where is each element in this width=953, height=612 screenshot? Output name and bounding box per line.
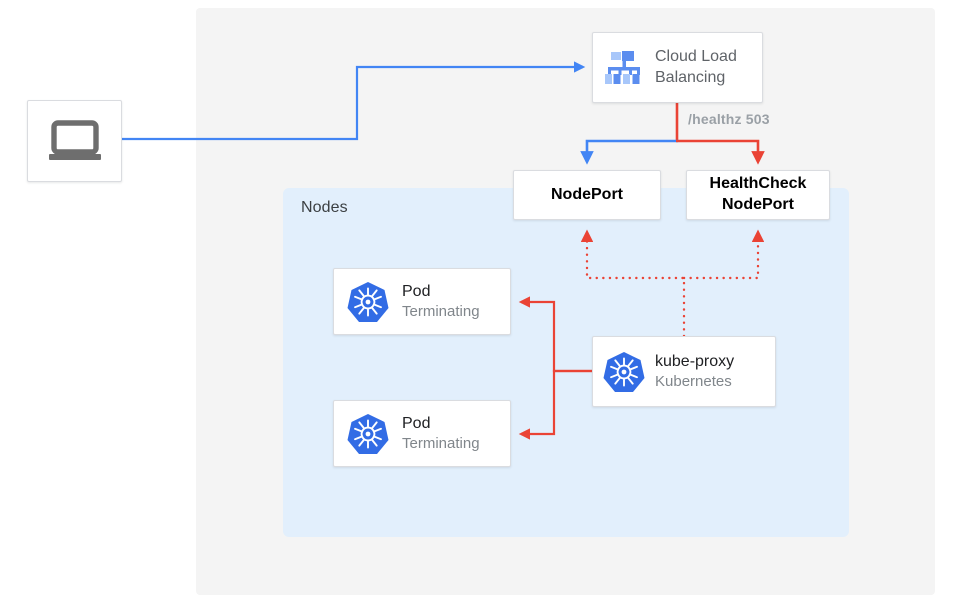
kube-proxy-text: kube-proxy Kubernetes (655, 352, 734, 392)
healthcheck-nodeport-label: HealthCheck NodePort (709, 175, 807, 213)
nodes-region-label: Nodes (301, 199, 348, 216)
kube-proxy-box[interactable]: kube-proxy Kubernetes (592, 336, 776, 407)
healthz-annotation: /healthz 503 (688, 111, 770, 127)
laptop-icon (47, 119, 103, 163)
pod-1-label: Pod (402, 282, 431, 300)
clb-label-line2: Balancing (655, 68, 726, 86)
pod-2-status: Terminating (402, 435, 480, 453)
pod-1-text: Pod Terminating (402, 282, 480, 322)
cloud-load-balancing-label: Cloud Load Balancing (655, 47, 737, 88)
pod-1-status: Terminating (402, 303, 480, 321)
cloud-load-balancing-box[interactable]: Cloud Load Balancing (592, 32, 763, 103)
clb-label-line1: Cloud Load (655, 48, 737, 66)
kubernetes-icon (334, 280, 402, 324)
pod-2-label: Pod (402, 414, 431, 432)
nodeport-label: NodePort (551, 185, 623, 203)
healthcheck-nodeport-box[interactable]: HealthCheck NodePort (686, 170, 830, 220)
pod-2-text: Pod Terminating (402, 414, 480, 454)
kube-proxy-label: kube-proxy (655, 352, 735, 370)
kubernetes-icon (593, 350, 655, 394)
pod-box-2[interactable]: Pod Terminating (333, 400, 511, 467)
nodeport-box[interactable]: NodePort (513, 170, 661, 220)
pod-box-1[interactable]: Pod Terminating (333, 268, 511, 335)
client-device-box[interactable] (27, 100, 122, 182)
kube-proxy-sublabel: Kubernetes (655, 373, 732, 391)
cloud-load-balancing-icon (593, 50, 655, 86)
kubernetes-icon (334, 412, 402, 456)
